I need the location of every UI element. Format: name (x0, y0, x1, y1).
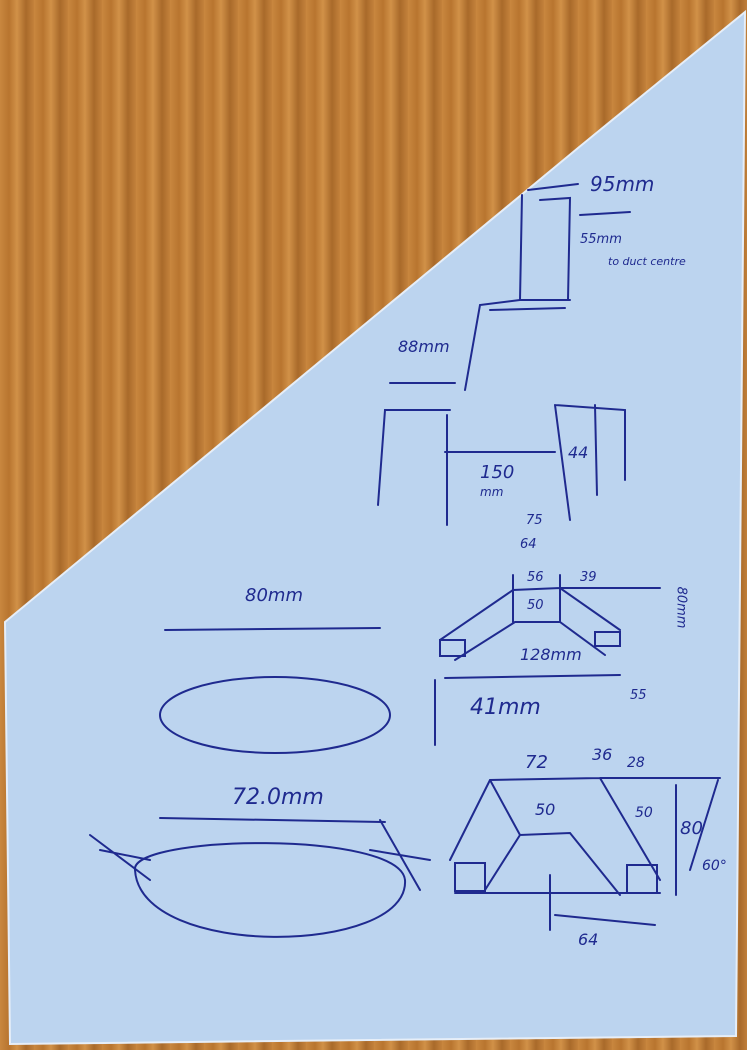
label-base-64: 64 (578, 930, 599, 949)
dimension-arrow-80 (164, 627, 381, 631)
label-72: 72 (525, 752, 548, 773)
label-95mm: 95mm (590, 172, 655, 196)
label-56: 56 (527, 570, 544, 585)
label-128mm: 128mm (520, 645, 582, 664)
duct-outline (464, 194, 572, 391)
label-75: 75 (526, 513, 543, 528)
dimension-arrow-55 (579, 211, 631, 216)
scribble (89, 819, 431, 891)
oval-shape (159, 676, 391, 754)
label-64: 64 (520, 537, 537, 552)
lower-oval-shape (133, 842, 407, 938)
label-72mm: 72.0mm (232, 785, 324, 810)
label-80mm: 80mm (245, 585, 303, 606)
label-39: 39 (580, 570, 597, 585)
label-44: 44 (568, 443, 589, 462)
label-88mm: 88mm (398, 337, 450, 356)
dimension-arrow-80-vert (675, 779, 719, 896)
lower-trapezoid-outline (449, 776, 721, 896)
dimension-arrow-64 (549, 874, 656, 931)
label-50: 50 (527, 598, 544, 613)
label-h50: 50 (635, 805, 653, 821)
dimension-arrow-128 (444, 674, 621, 679)
label-55: 55 (630, 688, 647, 703)
label-150-unit: mm (480, 485, 504, 499)
label-angle: 60° (702, 858, 727, 874)
label-duct-note: to duct centre (608, 255, 686, 268)
dimension-arrow-72 (159, 817, 386, 823)
label-80mm-vertical: 80mm (673, 586, 689, 629)
label-28: 28 (627, 755, 645, 771)
paper-sheet (3, 9, 747, 1046)
label-36: 36 (592, 745, 613, 764)
trapezoid-outline (439, 574, 661, 661)
label-150: 150 (480, 462, 515, 483)
label-55mm: 55mm (580, 232, 622, 247)
label-h80: 80 (680, 818, 703, 839)
dimension-arrow-95 (527, 183, 579, 191)
wall-outline (377, 404, 626, 526)
label-41mm: 41mm (470, 695, 541, 720)
label-inner-50: 50 (535, 800, 556, 819)
